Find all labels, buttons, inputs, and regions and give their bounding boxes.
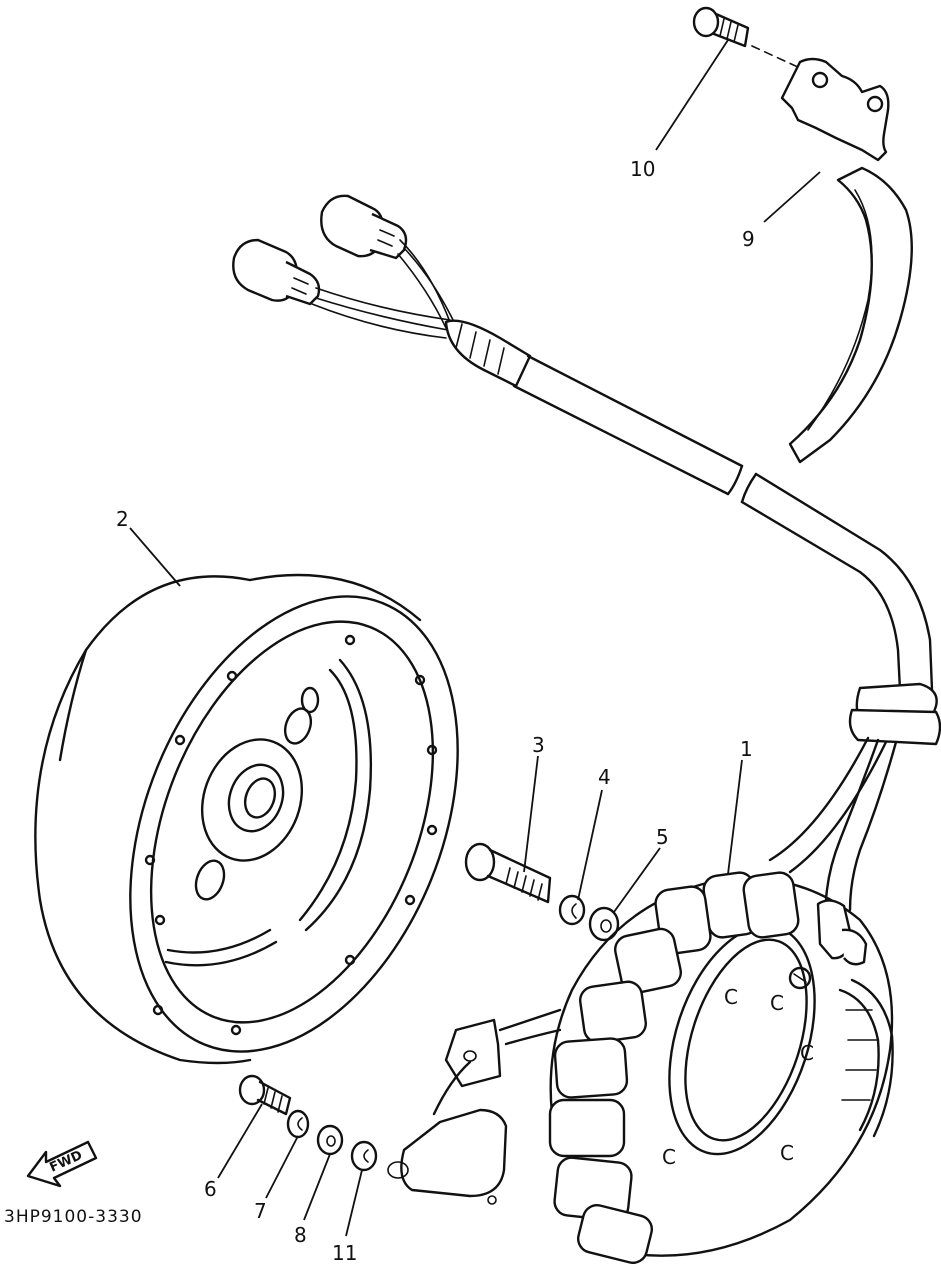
- callout-9: 9: [742, 227, 755, 251]
- stator-mark-5: C: [780, 1141, 794, 1165]
- callout-1: 1: [740, 737, 753, 761]
- callout-7: 7: [254, 1199, 267, 1223]
- stator-mark-3: C: [800, 1041, 814, 1065]
- callout-5: 5: [656, 825, 669, 849]
- figure-part-number: 3HP9100-3330: [4, 1207, 143, 1227]
- stator-mark-1: C: [724, 985, 738, 1009]
- lockwasher-part-7: [286, 1109, 310, 1139]
- callout-10: 10: [630, 157, 655, 181]
- callout-11: 11: [332, 1241, 357, 1265]
- rotor-part-2: [34, 573, 459, 1065]
- stator-mark-4: C: [662, 1145, 676, 1169]
- washer-part-8: [316, 1124, 344, 1156]
- callout-6: 6: [204, 1177, 217, 1201]
- screw-part-6: [238, 1074, 292, 1116]
- callout-3: 3: [532, 733, 545, 757]
- washer-part-5: [588, 906, 620, 942]
- wire-harness: [232, 194, 941, 1046]
- clamp-part-9: [780, 57, 913, 464]
- stator-part-1: C C C C C: [387, 871, 894, 1264]
- bolt-part-3: [464, 842, 552, 904]
- leader-lines: [129, 39, 821, 1237]
- screw-part-10: [692, 6, 801, 69]
- stator-mark-2: C: [770, 991, 784, 1015]
- callout-4: 4: [598, 765, 611, 789]
- washer-part-11: [350, 1140, 378, 1172]
- forward-arrow-icon: FWD: [26, 1140, 98, 1188]
- lockwasher-part-4: [558, 894, 586, 926]
- callout-2: 2: [116, 507, 129, 531]
- callout-8: 8: [294, 1223, 307, 1247]
- callout-labels: 1 2 3 4 5 6 7 8 9 10 11: [116, 157, 755, 1265]
